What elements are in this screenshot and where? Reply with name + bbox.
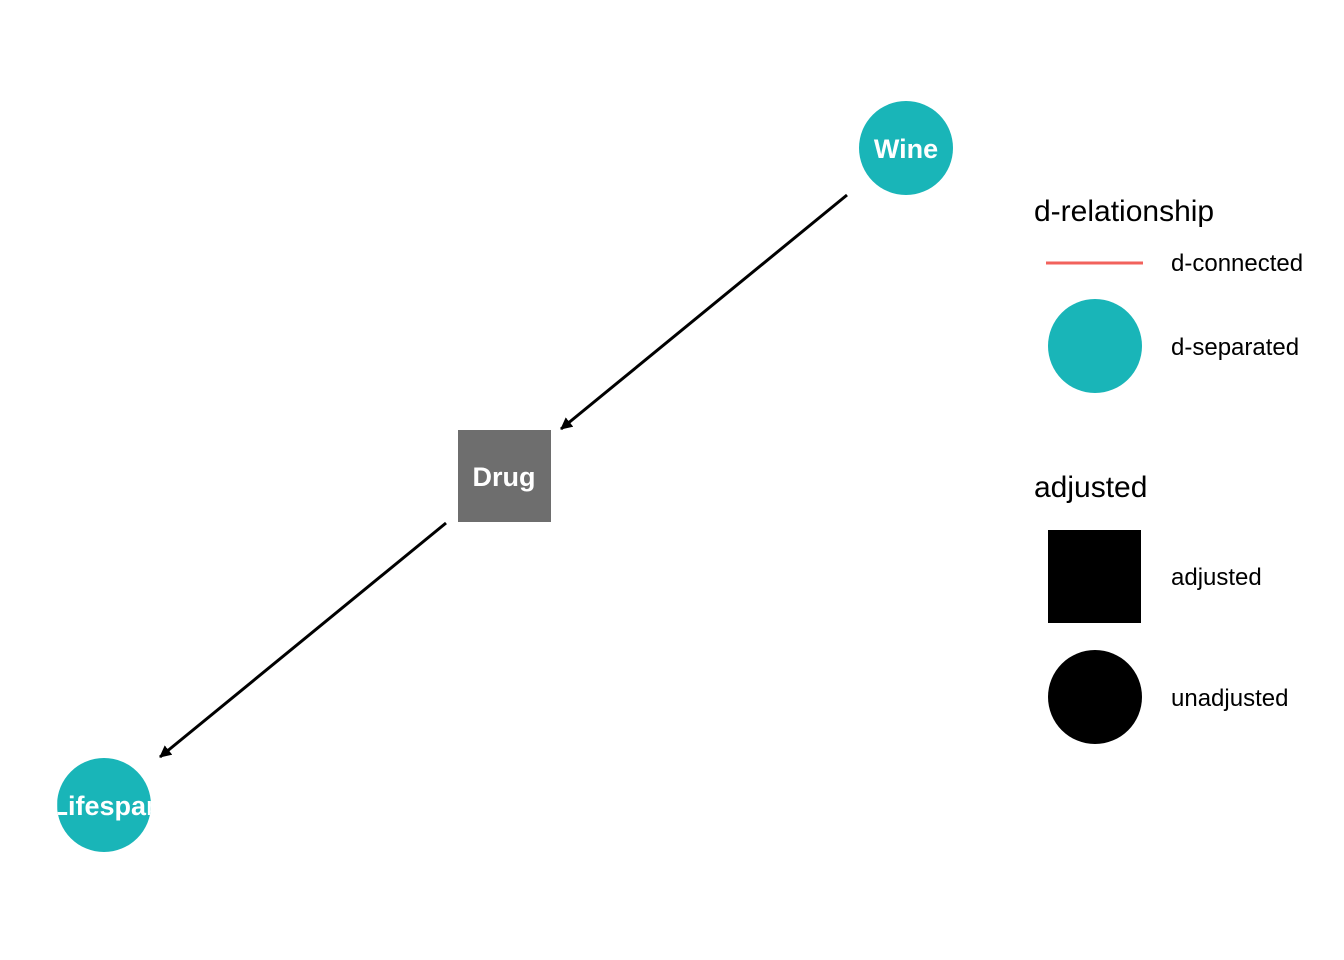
- node-lifespan-shape: [57, 758, 151, 852]
- node-drug-label: Drug: [473, 462, 536, 492]
- legend-unadjusted-key: [1048, 650, 1142, 744]
- edge-drug-to-lifespan: [159, 521, 447, 759]
- node-drug: Drug: [458, 430, 551, 522]
- legend-d-connected-label: d-connected: [1171, 250, 1303, 277]
- node-wine: Wine: [859, 101, 953, 195]
- node-lifespan: Lifespan: [51, 758, 162, 852]
- legend-d-separated-label: d-separated: [1171, 334, 1299, 361]
- node-wine-shape: [859, 101, 953, 195]
- node-lifespan-label: Lifespan: [51, 791, 162, 821]
- edge-wine-to-drug: [560, 193, 848, 431]
- legend-adjusted: adjusted adjusted unadjusted: [1034, 471, 1288, 744]
- legend-unadjusted-label: unadjusted: [1171, 685, 1288, 712]
- legend-adjusted-label: adjusted: [1171, 564, 1262, 591]
- legend-d-relationship-title: d-relationship: [1034, 195, 1214, 228]
- legend-adjusted-key: [1048, 530, 1141, 623]
- legend-d-relationship: d-relationship d-connected d-separated: [1034, 195, 1303, 393]
- legend-d-separated-key: [1048, 299, 1142, 393]
- node-drug-shape: [458, 430, 551, 522]
- node-wine-label: Wine: [874, 134, 938, 164]
- legend-adjusted-title: adjusted: [1034, 471, 1147, 504]
